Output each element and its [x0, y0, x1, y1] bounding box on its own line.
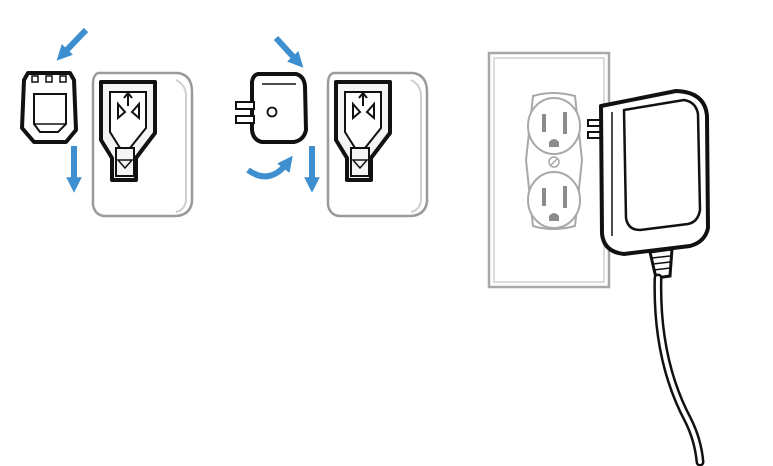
- power-adapter-icon: [599, 89, 710, 280]
- us-plug-icon: [235, 72, 308, 144]
- adapter-clip-icon: [20, 71, 78, 144]
- power-cord-icon: [653, 273, 705, 466]
- charger-base-icon: [91, 71, 194, 218]
- step-2-attach-us-plug: [235, 35, 429, 218]
- wall-outlet-icon: [487, 51, 611, 289]
- step-3-plug-into-outlet: [487, 51, 710, 466]
- arrow-icon: [273, 35, 304, 68]
- rotate-arrow-icon: [246, 155, 293, 180]
- step-1-remove-clip: [20, 27, 194, 218]
- charger-base-icon: [326, 71, 429, 218]
- arrow-icon: [56, 27, 89, 61]
